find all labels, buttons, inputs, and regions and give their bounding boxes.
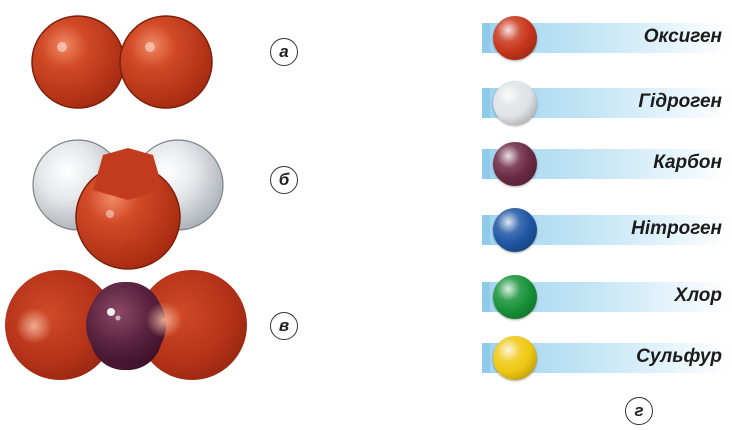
label-v: в — [270, 312, 298, 340]
legend-item-chlorine: Хлор — [482, 275, 728, 319]
chlorine-atom-icon — [493, 275, 537, 319]
legend-item-sulfur: Сульфур — [482, 336, 728, 380]
legend-label: Сульфур — [636, 346, 722, 367]
legend-label: Нітроген — [631, 218, 722, 239]
label-a: а — [270, 38, 298, 66]
carbon-dioxide-molecule-model — [5, 270, 247, 380]
hydrogen-atom-icon — [493, 81, 537, 125]
label-g: г — [625, 397, 653, 425]
label-b: б — [270, 166, 298, 194]
legend-label: Гідроген — [638, 91, 722, 112]
oxygen-molecule-model — [31, 15, 213, 109]
legend-label: Оксиген — [643, 26, 722, 47]
legend-item-carbon: Карбон — [482, 142, 728, 186]
sulfur-atom-icon — [493, 336, 537, 380]
legend-item-hydrogen: Гідроген — [482, 81, 728, 125]
oxygen-atom-icon — [493, 16, 537, 60]
carbon-atom-icon — [493, 142, 537, 186]
legend-item-oxygen: Оксиген — [482, 16, 728, 60]
nitrogen-atom-icon — [493, 208, 537, 252]
water-molecule-model — [32, 139, 224, 270]
legend-label: Хлор — [674, 285, 722, 306]
legend-label: Карбон — [653, 152, 722, 173]
legend-item-nitrogen: Нітроген — [482, 208, 728, 252]
